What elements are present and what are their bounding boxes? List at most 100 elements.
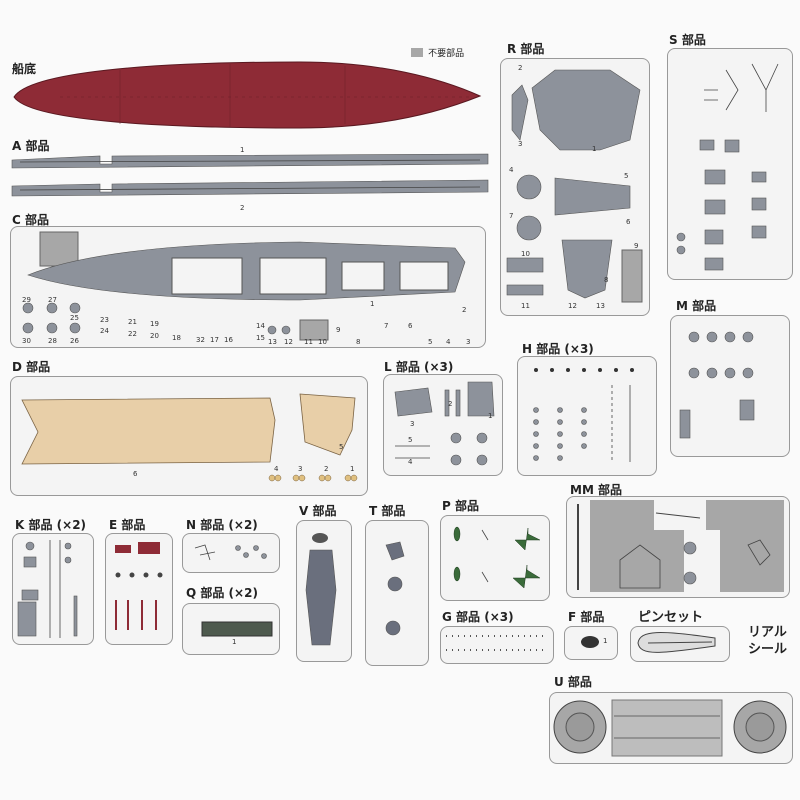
real-seal-label: リアル シール xyxy=(748,624,787,658)
c-part-5-number: 5 xyxy=(428,338,433,346)
l-part-5-number: 5 xyxy=(408,436,413,444)
unused-parts-legend: 不要部品 xyxy=(411,42,464,61)
c-part-2-number: 2 xyxy=(462,306,467,314)
c-part-6-number: 6 xyxy=(408,322,413,330)
d-part-4-number: 4 xyxy=(274,465,279,473)
c-part-15-number: 15 xyxy=(256,334,265,342)
g-parts-label: G 部品 (×3) xyxy=(442,610,514,624)
d-part-5-number: 5 xyxy=(339,443,344,451)
q-part-1-number: 1 xyxy=(232,638,237,646)
r-part-6-number: 6 xyxy=(626,218,631,226)
q-parts-label: Q 部品 (×2) xyxy=(186,586,258,600)
s-parts-frame xyxy=(667,48,793,280)
r-part-13-number: 13 xyxy=(596,302,605,310)
r-part-11-number: 11 xyxy=(521,302,530,310)
r-part-5-number: 5 xyxy=(624,172,629,180)
r-part-3-number: 3 xyxy=(518,140,523,148)
f-parts-frame xyxy=(564,626,618,660)
m-parts-frame xyxy=(670,315,790,457)
v-parts-frame xyxy=(296,520,352,662)
r-part-10-number: 10 xyxy=(521,250,530,258)
s-parts-label: S 部品 xyxy=(669,33,706,47)
v-parts-label: V 部品 xyxy=(299,504,337,518)
unused-swatch xyxy=(411,48,423,57)
c-part-23-number: 23 xyxy=(100,316,109,324)
l-parts-label: L 部品 (×3) xyxy=(384,360,454,374)
tweezers-frame xyxy=(630,626,730,662)
c-part-3-number: 3 xyxy=(466,338,471,346)
d-parts-frame xyxy=(10,376,368,496)
c-part-22-number: 22 xyxy=(128,330,137,338)
c-part-12-number: 12 xyxy=(284,338,293,346)
c-part-26-number: 26 xyxy=(70,337,79,345)
p-parts-frame xyxy=(440,515,550,601)
t-parts-frame xyxy=(365,520,429,666)
d-parts-label: D 部品 xyxy=(12,360,51,374)
l-part-3-number: 3 xyxy=(410,420,415,428)
c-part-28-number: 28 xyxy=(48,337,57,345)
c-parts-label: C 部品 xyxy=(12,213,49,227)
u-parts-frame xyxy=(549,692,793,764)
f-parts-label: F 部品 xyxy=(568,610,605,624)
l-part-4-number: 4 xyxy=(408,458,413,466)
c-part-4-number: 4 xyxy=(446,338,451,346)
c-parts-frame xyxy=(10,226,486,348)
m-parts-label: M 部品 xyxy=(676,299,717,313)
a-parts-label: A 部品 xyxy=(12,139,50,153)
p-parts-label: P 部品 xyxy=(442,499,479,513)
d-part-2-number: 2 xyxy=(324,465,329,473)
real-seal-line2: シール xyxy=(748,642,788,657)
c-part-10-number: 10 xyxy=(318,338,327,346)
c-part-11-number: 11 xyxy=(304,338,313,346)
l-part-1-number: 1 xyxy=(488,412,493,420)
k-parts-label: K 部品 (×2) xyxy=(15,518,87,532)
c-part-19-number: 19 xyxy=(150,320,159,328)
h-parts-label: H 部品 (×3) xyxy=(522,342,594,356)
r-part-2-number: 2 xyxy=(518,64,523,72)
q-parts-frame xyxy=(182,603,280,655)
r-part-9-number: 9 xyxy=(634,242,639,250)
n-parts-frame xyxy=(182,533,280,573)
r-parts-label: R 部品 xyxy=(507,42,545,56)
c-part-7-number: 7 xyxy=(384,322,389,330)
r-part-12-number: 12 xyxy=(568,302,577,310)
l-part-2-number: 2 xyxy=(448,400,453,408)
mm-parts-label: MM 部品 xyxy=(570,483,623,497)
d-part-6-number: 6 xyxy=(133,470,138,478)
g-parts-frame xyxy=(440,626,554,664)
l-parts-frame xyxy=(383,374,503,476)
a-part-1-number: 1 xyxy=(240,146,245,154)
c-part-32-number: 32 xyxy=(196,336,205,344)
a-part-2-number: 2 xyxy=(240,204,245,212)
r-parts-frame xyxy=(500,58,650,316)
d-part-1-number: 1 xyxy=(350,465,355,473)
u-parts-label: U 部品 xyxy=(554,675,592,689)
e-parts-frame xyxy=(105,533,173,645)
c-part-24-number: 24 xyxy=(100,327,109,335)
c-part-20-number: 20 xyxy=(150,332,159,340)
c-part-21-number: 21 xyxy=(128,318,137,326)
c-part-16-number: 16 xyxy=(224,336,233,344)
h-parts-frame xyxy=(517,356,657,476)
r-part-4-number: 4 xyxy=(509,166,514,174)
f-part-1-number: 1 xyxy=(603,637,608,645)
r-part-7-number: 7 xyxy=(509,212,514,220)
hull-label: 船底 xyxy=(12,62,37,76)
r-part-8-number: 8 xyxy=(604,276,609,284)
c-part-27-number: 27 xyxy=(48,296,57,304)
c-part-25-number: 25 xyxy=(70,314,79,322)
mm-parts-frame xyxy=(566,496,790,598)
c-part-9-number: 9 xyxy=(336,326,341,334)
c-part-1-number: 1 xyxy=(370,300,375,308)
c-part-18-number: 18 xyxy=(172,334,181,342)
c-part-13-number: 13 xyxy=(268,338,277,346)
real-seal-line1: リアル xyxy=(748,625,787,640)
c-part-14-number: 14 xyxy=(256,322,265,330)
c-part-30-number: 30 xyxy=(22,337,31,345)
c-part-8-number: 8 xyxy=(356,338,361,346)
tweezers-label: ピンセット xyxy=(638,610,704,625)
d-part-3-number: 3 xyxy=(298,465,303,473)
unused-legend-label: 不要部品 xyxy=(428,49,465,59)
c-part-17-number: 17 xyxy=(210,336,219,344)
n-parts-label: N 部品 (×2) xyxy=(186,518,258,532)
